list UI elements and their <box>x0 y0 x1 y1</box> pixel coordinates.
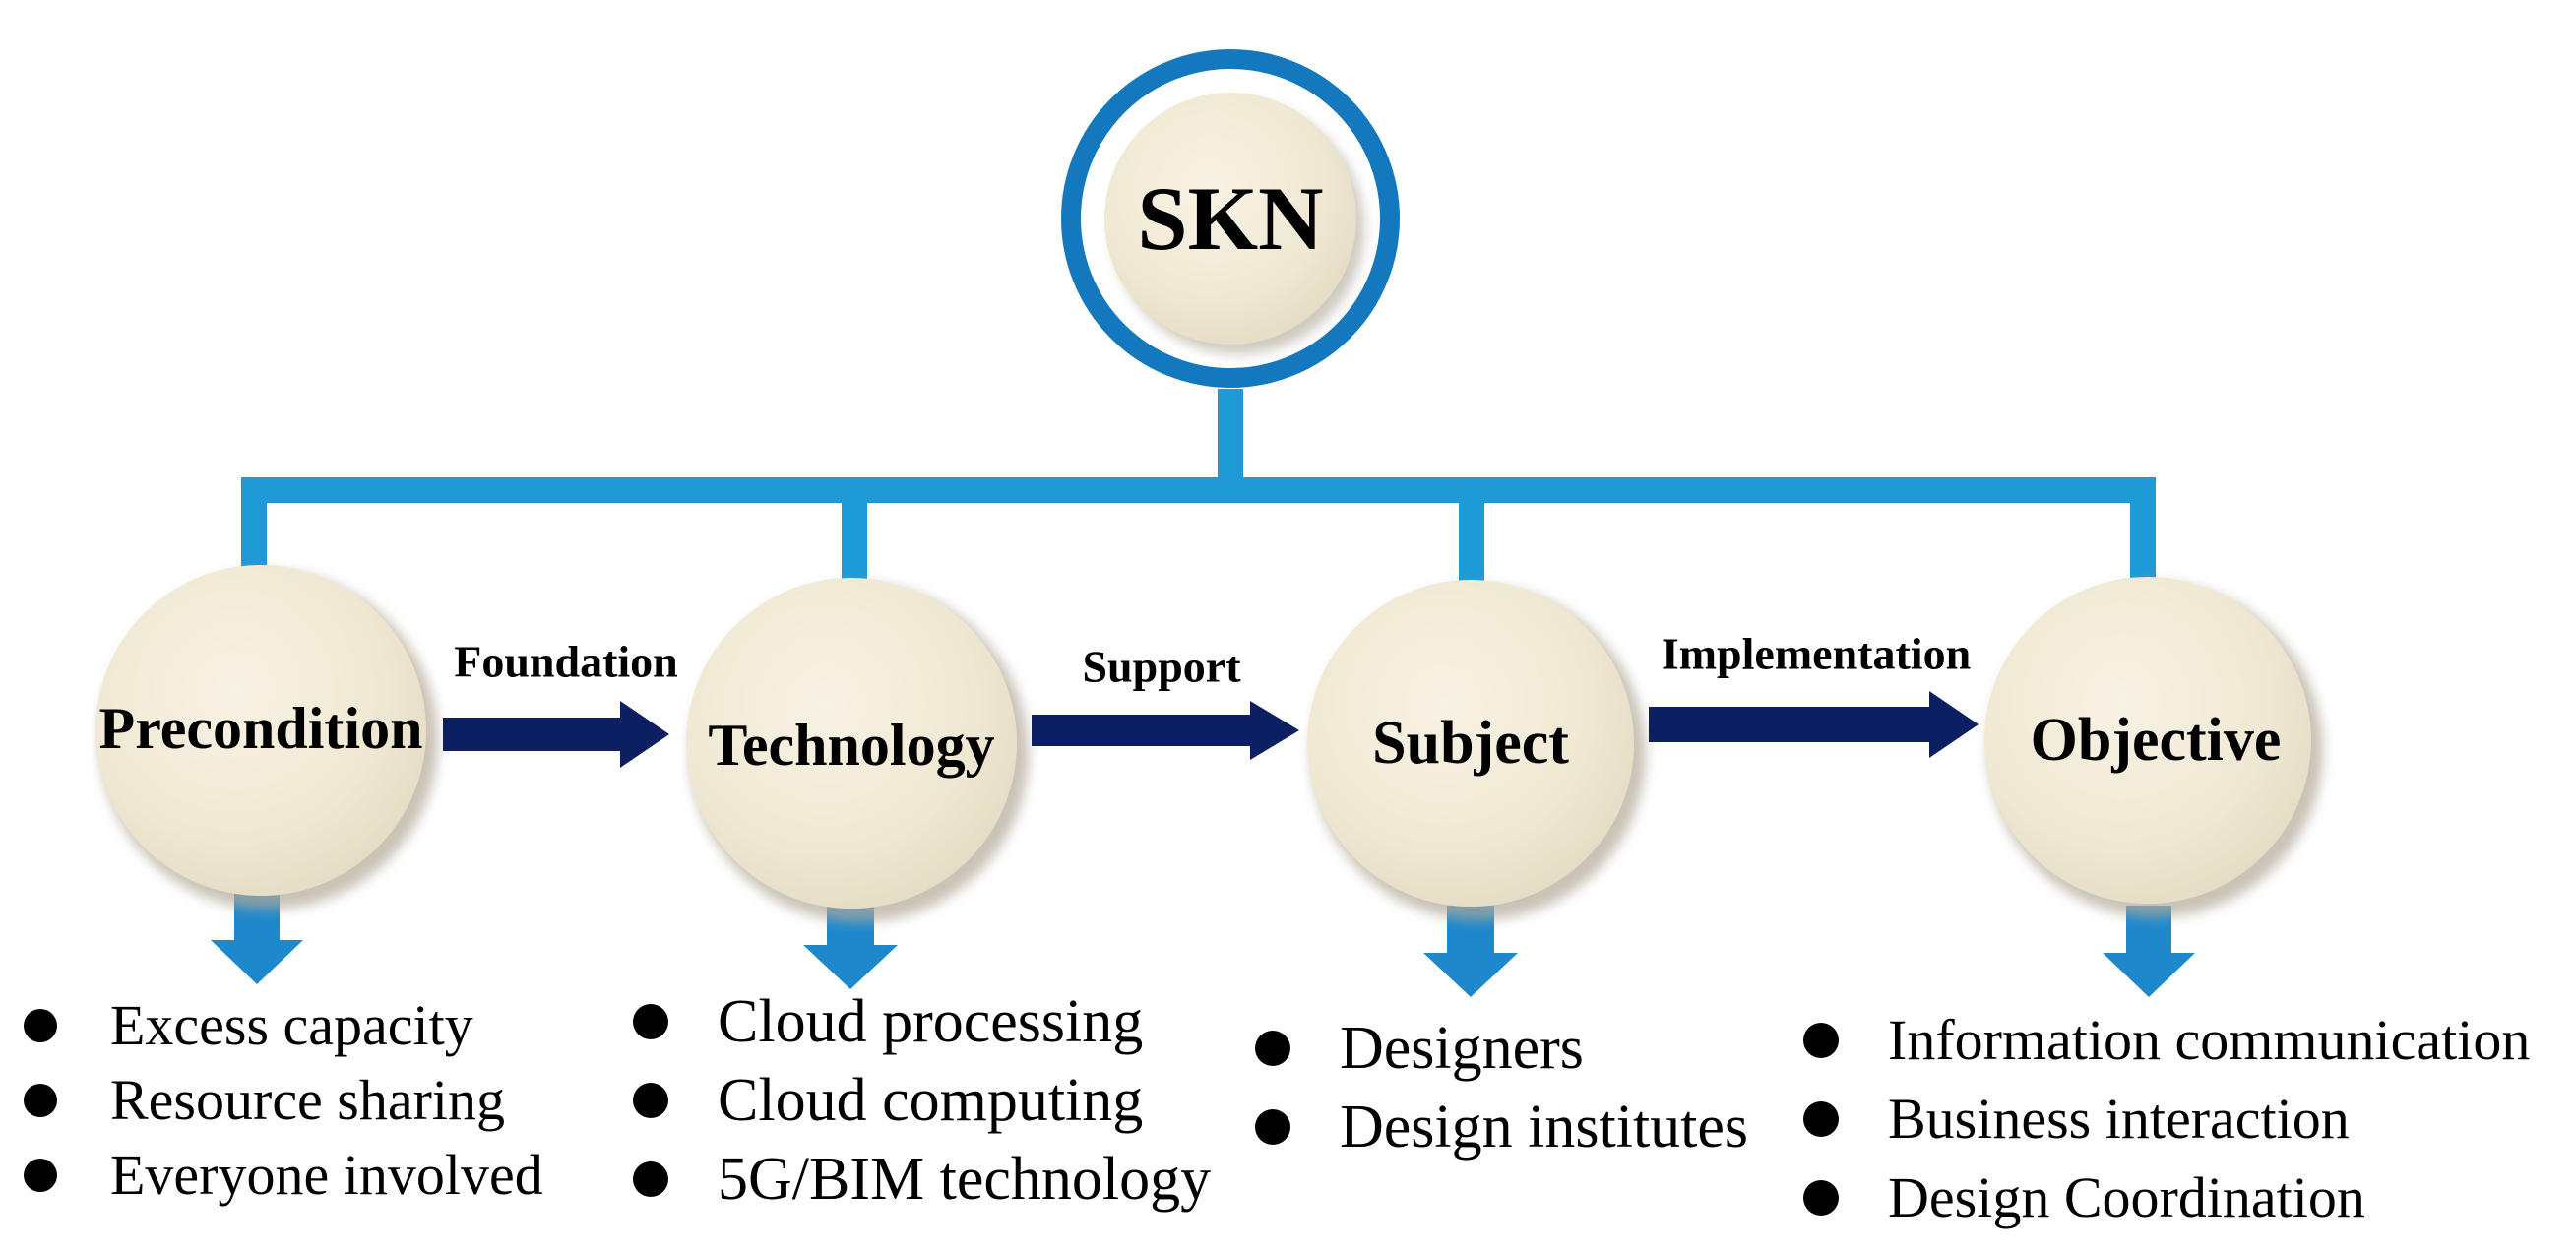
down-arrows <box>211 891 2195 997</box>
root-node: SKN <box>1061 49 1400 388</box>
node-precondition: Precondition <box>95 565 438 910</box>
list-objective: Information communication Business inter… <box>1803 1001 2530 1237</box>
list-item: Cloud computing <box>633 1061 1211 1140</box>
node-objective: Objective <box>1984 577 2323 917</box>
list-item: Designers <box>1255 1009 1748 1088</box>
flow-arrow-foundation <box>443 701 669 768</box>
list-precondition: Excess capacity Resource sharing Everyon… <box>24 988 543 1213</box>
flow-arrows <box>443 691 1979 768</box>
root-label: SKN <box>1137 168 1323 269</box>
down-arrow-objective <box>2103 906 2195 997</box>
down-arrow-precondition <box>211 891 303 984</box>
tree-connectors <box>241 389 2156 581</box>
edge-label-foundation: Foundation <box>454 637 678 687</box>
list-item: Everyone involved <box>24 1138 543 1213</box>
edge-label-implementation: Implementation <box>1662 629 1971 679</box>
list-item: Design Coordination <box>1803 1159 2530 1237</box>
down-arrow-subject <box>1423 906 1518 997</box>
list-item: Design institutes <box>1255 1088 1748 1166</box>
node-label-subject: Subject <box>1372 710 1569 777</box>
node-label-objective: Objective <box>2031 707 2282 774</box>
node-label-precondition: Precondition <box>99 696 423 761</box>
list-item: Resource sharing <box>24 1063 543 1138</box>
list-subject: Designers Design institutes <box>1255 1009 1748 1166</box>
flow-arrow-implementation <box>1649 691 1979 758</box>
list-item: Excess capacity <box>24 988 543 1063</box>
list-technology: Cloud processing Cloud computing 5G/BIM … <box>633 982 1211 1219</box>
node-technology: Technology <box>686 578 1029 922</box>
node-subject: Subject <box>1307 580 1646 920</box>
list-item: Information communication <box>1803 1001 2530 1080</box>
list-item: Cloud processing <box>633 982 1211 1061</box>
node-label-technology: Technology <box>708 713 994 778</box>
list-item: 5G/BIM technology <box>633 1140 1211 1219</box>
flow-arrow-support <box>1032 701 1299 760</box>
edge-label-support: Support <box>1082 642 1241 692</box>
list-item: Business interaction <box>1803 1080 2530 1159</box>
